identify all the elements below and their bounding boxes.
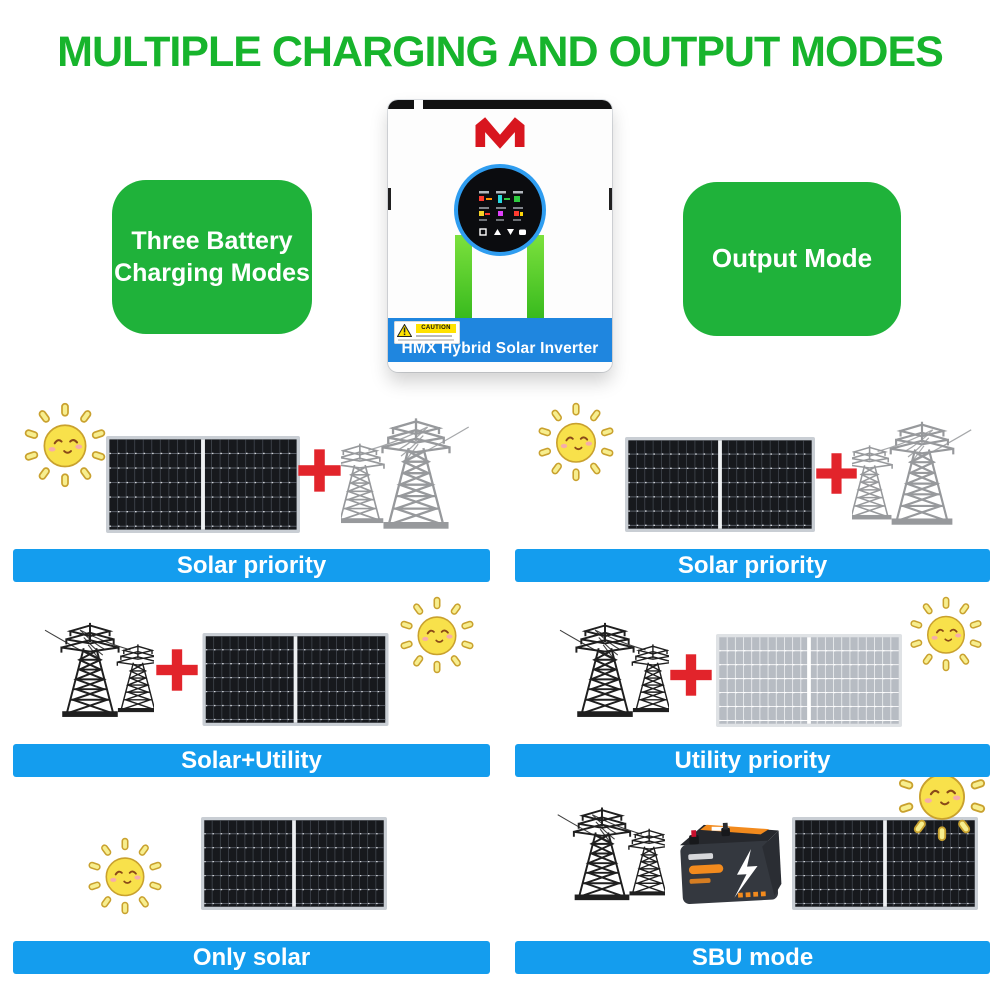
- inverter-image: CAUTION HMX Hybrid Solar Inverter: [388, 100, 612, 372]
- sun-icon: [908, 596, 984, 672]
- caution-sticker: CAUTION: [394, 321, 460, 344]
- power-towers-icon: [26, 606, 154, 726]
- solar-panel-icon: [197, 817, 391, 910]
- mode-banner: Solar priority: [13, 549, 490, 582]
- solar-panel-icon: [202, 633, 389, 726]
- power-towers-icon: [341, 406, 491, 532]
- sun-icon: [86, 837, 164, 915]
- inverter-label-band: CAUTION: [388, 318, 612, 362]
- solar-panel-icon: [625, 437, 815, 532]
- plus-icon: [668, 652, 714, 698]
- caution-label: CAUTION: [416, 324, 456, 333]
- mode-banner: Utility priority: [515, 744, 990, 777]
- sun-icon: [536, 402, 616, 482]
- callout-output-mode: Output Mode: [683, 182, 901, 336]
- inverter-brand-label: HMX Hybrid Solar Inverter: [401, 340, 599, 357]
- callout-three-battery-charging-modes: Three Battery Charging Modes: [112, 180, 312, 334]
- battery-icon: [664, 806, 788, 916]
- led-display: [452, 162, 548, 258]
- plus-icon: [154, 647, 200, 693]
- inverter-side-vent: [388, 188, 391, 210]
- sun-icon: [398, 596, 476, 674]
- sun-icon: [22, 402, 108, 488]
- solar-panel-icon: [106, 436, 300, 533]
- mode-banner: SBU mode: [515, 941, 990, 974]
- green-stripe: [455, 235, 472, 319]
- inverter-side-vent: [609, 188, 612, 210]
- page-title: MULTIPLE CHARGING AND OUTPUT MODES: [57, 28, 944, 76]
- power-towers-icon: [852, 406, 992, 532]
- callout-left-line1: Three Battery: [131, 226, 293, 255]
- plus-icon: [296, 447, 343, 494]
- callout-left-line2: Charging Modes: [114, 259, 310, 287]
- mode-banner: Only solar: [13, 941, 490, 974]
- solar-panel-inactive-icon: [714, 634, 904, 727]
- warning-triangle-icon: [397, 324, 412, 337]
- brand-logo-icon: [472, 113, 528, 153]
- power-towers-icon: [541, 606, 669, 726]
- callout-right-label: Output Mode: [711, 243, 873, 274]
- green-stripe: [527, 235, 544, 319]
- mode-banner: Solar+Utility: [13, 744, 490, 777]
- inverter-heatsink-bar: [388, 100, 612, 109]
- mode-banner: Solar priority: [515, 549, 990, 582]
- power-towers-icon: [539, 790, 665, 910]
